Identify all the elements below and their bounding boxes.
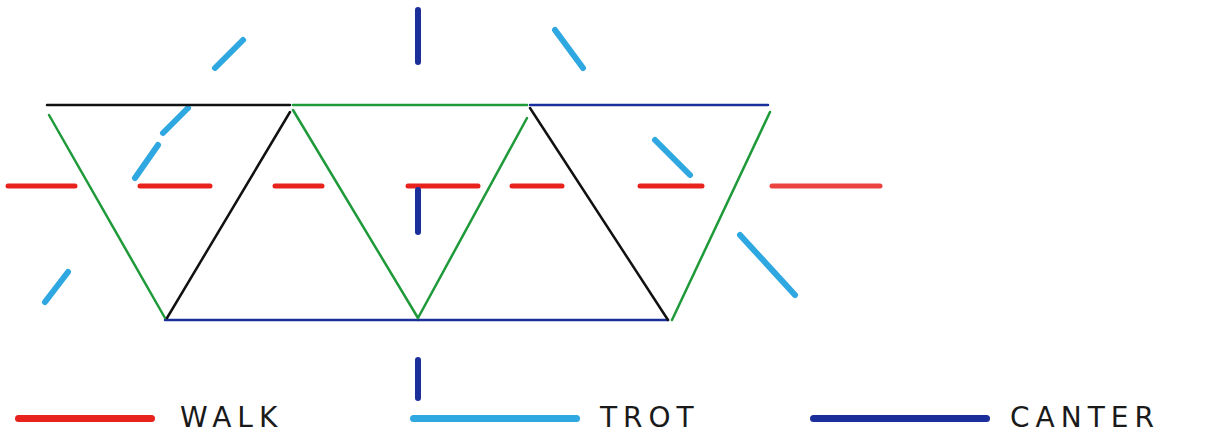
legend-label: TROT [600,404,700,432]
canter-dash [415,190,421,232]
path-segment [418,118,527,318]
trot-dash [215,40,243,68]
walk-line [8,186,880,187]
walk-dash [140,184,210,189]
legend-line-sample [15,415,155,422]
walk-dash [512,184,562,189]
path-segment [530,104,768,107]
canter-centre-line [415,10,421,398]
trot-dash [555,30,583,68]
path-segment [167,112,290,318]
legend-label: WALK [180,404,283,432]
walk-dash [8,184,75,189]
trot-dash [740,235,795,295]
legend-line-sample [810,415,990,422]
path-segment [49,115,165,318]
path-segment [293,104,527,107]
path-segment [672,112,770,320]
trot-diagonals [45,30,795,302]
path-segment [293,110,418,318]
triangle-path [47,105,770,320]
trot-dash [45,272,68,302]
trot-dash [135,145,158,178]
legend-line-sample [410,415,580,422]
canter-dash [415,360,421,398]
trot-dash [163,108,188,133]
canter-dash [415,10,421,62]
walk-dash [640,184,702,189]
legend-label: CANTER [1010,404,1160,432]
walk-dash [275,184,322,189]
trot-dash [655,140,690,175]
path-segment [418,319,668,322]
path-segment [530,108,668,320]
walk-dash [772,184,880,189]
path-segment [165,319,418,322]
path-segment [47,104,290,107]
